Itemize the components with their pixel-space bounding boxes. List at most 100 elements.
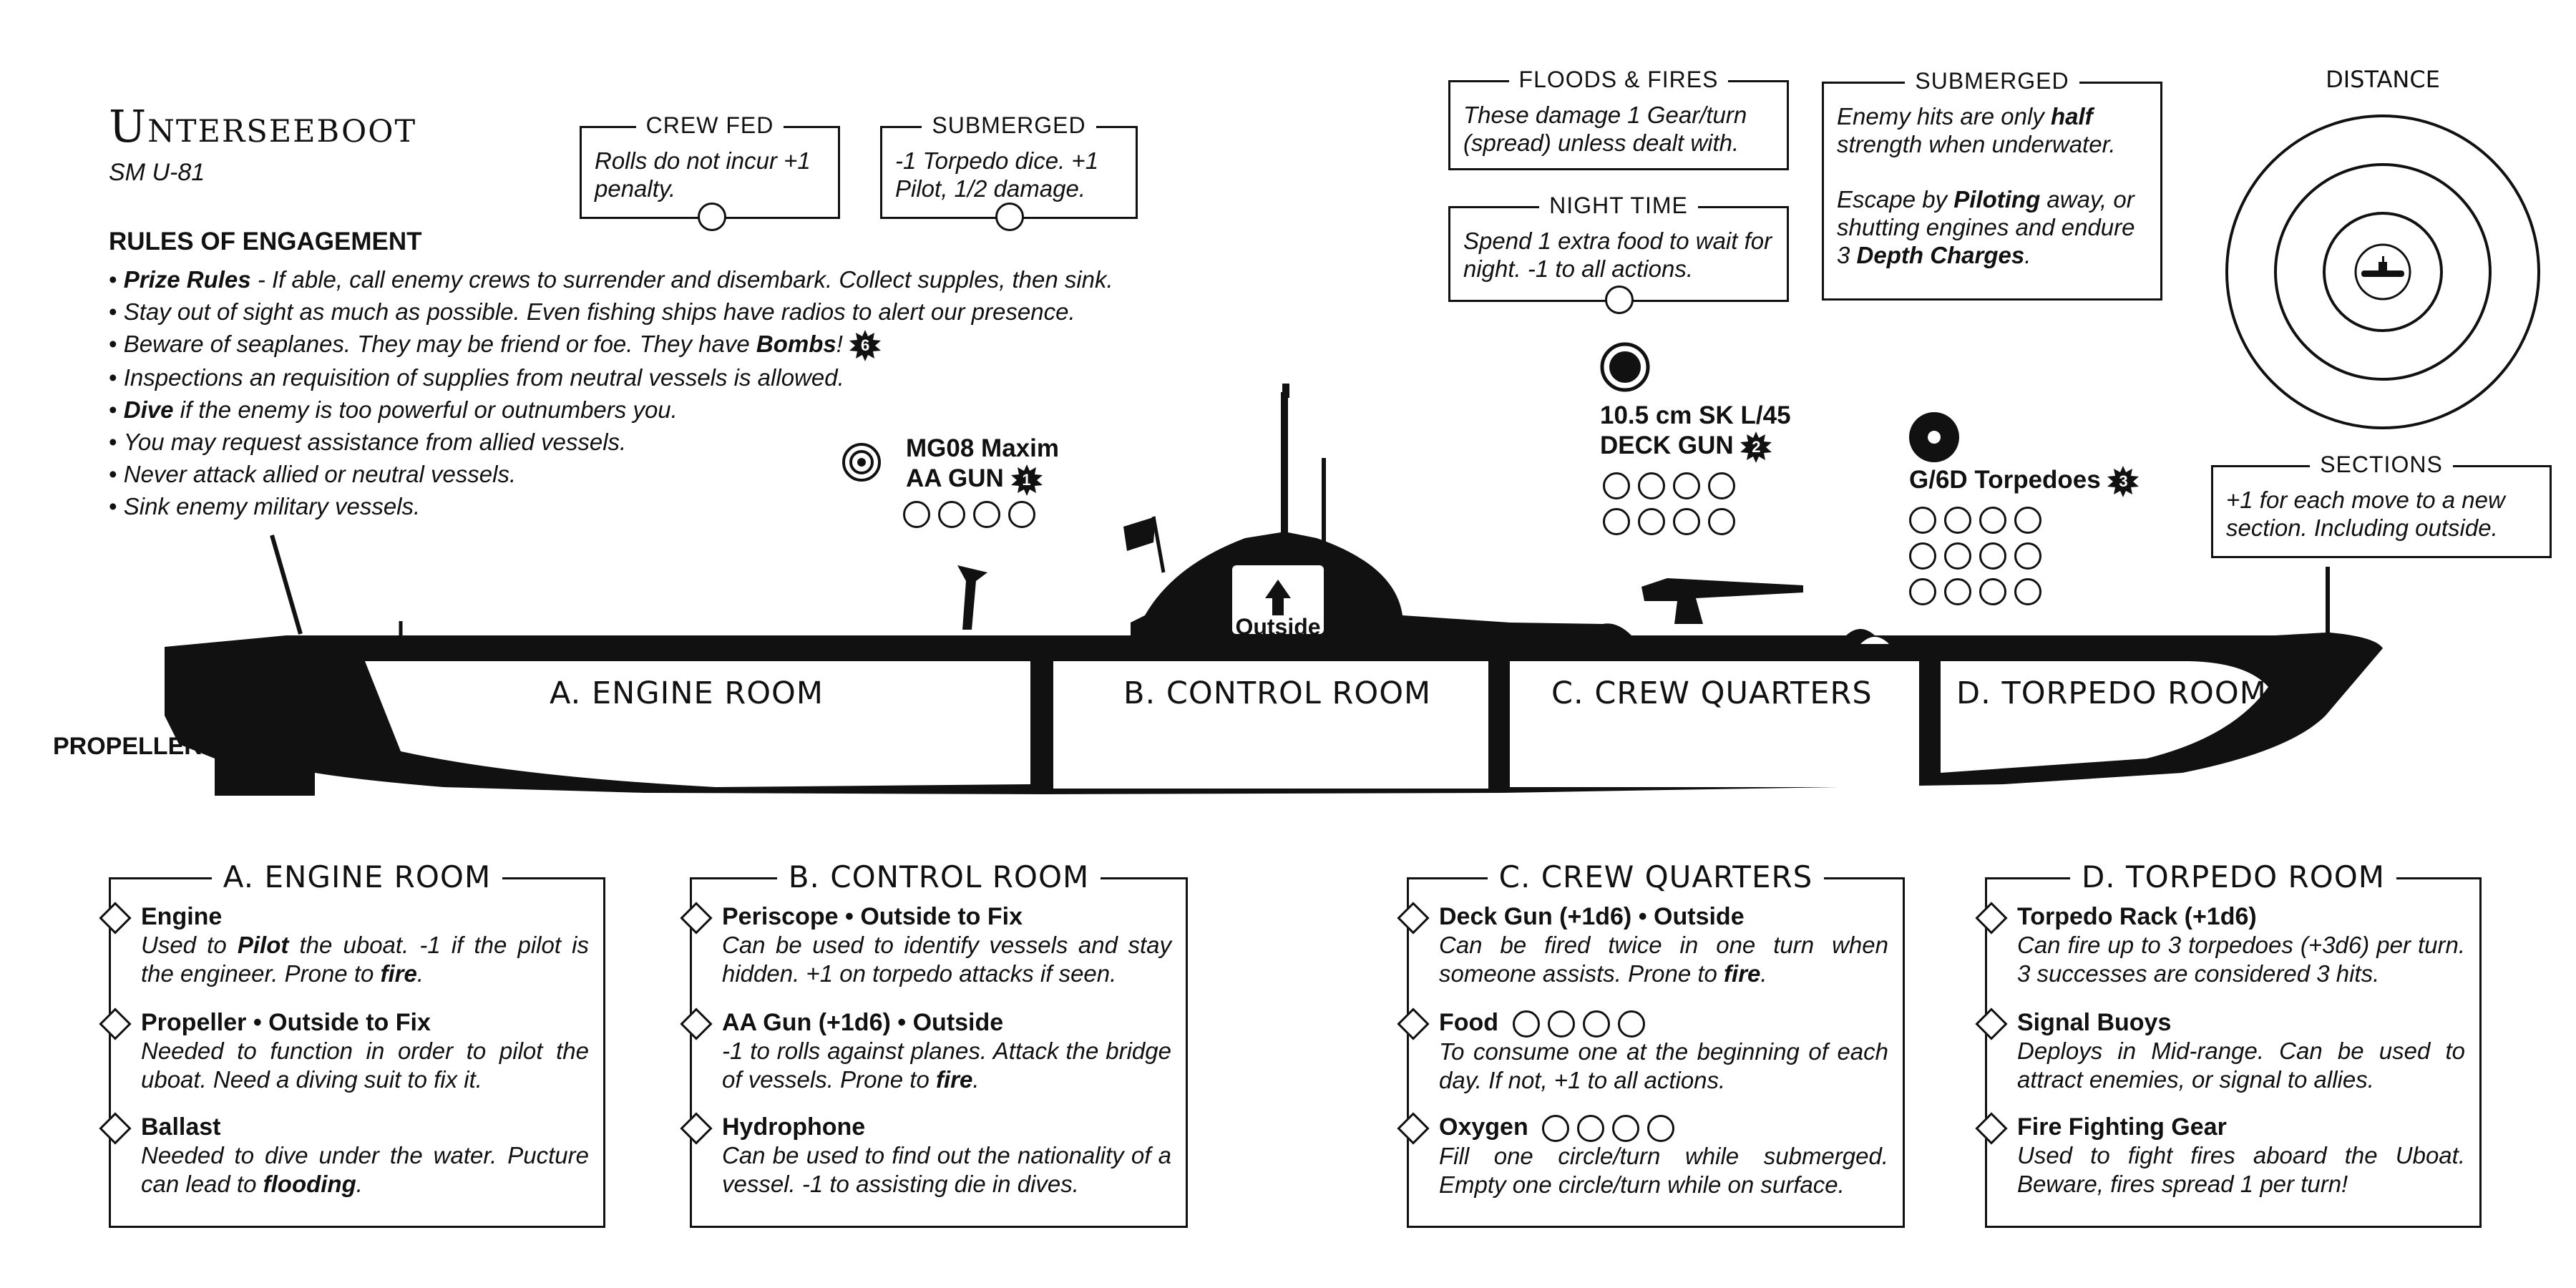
ammo-slot[interactable] bbox=[1979, 507, 2006, 534]
food-track bbox=[1512, 1009, 1653, 1038]
sections-title: SECTIONS bbox=[2310, 452, 2453, 477]
night-time-box: NIGHT TIME Spend 1 extra food to wait fo… bbox=[1448, 192, 1789, 314]
ammo-slot[interactable] bbox=[1909, 578, 1936, 605]
ammo-slot[interactable] bbox=[1909, 507, 1936, 534]
ammo-slot[interactable] bbox=[1944, 542, 1971, 570]
deck-gun-ammo-track bbox=[1603, 472, 1746, 535]
range-ring-mid[interactable] bbox=[2274, 163, 2492, 381]
gear-item-deck-gun[interactable]: Deck Gun (+1d6) • Outside Can be fired t… bbox=[1397, 902, 1888, 988]
gear-item-aa-gun[interactable]: AA Gun (+1d6) • Outside -1 to rolls agai… bbox=[680, 1008, 1171, 1094]
submerged-rules-title: SUBMERGED bbox=[1905, 68, 2079, 94]
gear-item-fire-fighting[interactable]: Fire Fighting Gear Used to fight fires a… bbox=[1975, 1112, 2465, 1199]
oxygen-slot[interactable] bbox=[1612, 1115, 1640, 1143]
panel-crew-quarters: C. CREW QUARTERS Deck Gun (+1d6) • Outsi… bbox=[1397, 859, 1905, 1228]
rule-item: Dive if the enemy is too powerful or out… bbox=[109, 394, 1225, 426]
distance-rings bbox=[2225, 114, 2540, 429]
ammo-slot[interactable] bbox=[2014, 507, 2041, 534]
torpedo-target-icon bbox=[1909, 412, 1959, 462]
night-time-toggle[interactable] bbox=[1605, 286, 1634, 314]
panel-torpedo-room: D. TORPEDO ROOM Torpedo Rack (+1d6) Can … bbox=[1975, 859, 2482, 1228]
deck-gun-die-badge: 2 bbox=[1740, 431, 1772, 463]
food-slot[interactable] bbox=[1547, 1010, 1575, 1038]
ammo-slot[interactable] bbox=[1008, 501, 1035, 528]
rule-item: Stay out of sight as much as possible. E… bbox=[109, 296, 1225, 328]
gear-item-ballast[interactable]: Ballast Needed to dive under the water. … bbox=[99, 1112, 589, 1199]
ammo-slot[interactable] bbox=[973, 501, 1000, 528]
gear-item-signal-buoys[interactable]: Signal Buoys Deploys in Mid-range. Can b… bbox=[1975, 1008, 2465, 1094]
crew-fed-box: CREW FED Rolls do not incur +1 penalty. bbox=[580, 112, 840, 231]
submerged-rules-text: Enemy hits are only half strength when u… bbox=[1837, 103, 2135, 268]
ammo-slot[interactable] bbox=[1603, 472, 1630, 499]
ammo-slot[interactable] bbox=[938, 501, 965, 528]
rule-item: Never attack allied or neutral vessels. bbox=[109, 458, 1225, 490]
food-slot[interactable] bbox=[1512, 1010, 1540, 1038]
ammo-slot[interactable] bbox=[1909, 542, 1936, 570]
room-label-torpedo[interactable]: D. TORPEDO ROOM bbox=[1956, 675, 2267, 711]
range-ring-near[interactable] bbox=[2323, 212, 2443, 332]
panel-title: A. ENGINE ROOM bbox=[211, 859, 503, 894]
deck-gun-mount bbox=[1641, 578, 1803, 624]
gear-item-periscope[interactable]: Periscope • Outside to Fix Can be used t… bbox=[680, 902, 1171, 988]
panel-title: B. CONTROL ROOM bbox=[776, 859, 1101, 894]
panel-engine-room: A. ENGINE ROOM Engine Used to Pilot the … bbox=[99, 859, 605, 1228]
torpedo-label: G/6D Torpedoes 3 bbox=[1909, 465, 2140, 497]
food-slot[interactable] bbox=[1582, 1010, 1610, 1038]
torpedo-room-area bbox=[1941, 661, 2268, 773]
submerged-status-box: SUBMERGED -1 Torpedo dice. +1 Pilot, 1/2… bbox=[880, 112, 1138, 231]
ammo-slot[interactable] bbox=[1603, 508, 1630, 535]
ammo-slot[interactable] bbox=[1979, 578, 2006, 605]
oxygen-slot[interactable] bbox=[1577, 1115, 1605, 1143]
food-slot[interactable] bbox=[1617, 1010, 1645, 1038]
rule-item: Prize Rules - If able, call enemy crews … bbox=[109, 263, 1225, 296]
floods-fires-title: FLOODS & FIRES bbox=[1508, 67, 1729, 92]
sections-text: +1 for each move to a new section. Inclu… bbox=[2226, 487, 2505, 541]
oxygen-track bbox=[1542, 1113, 1682, 1143]
aa-gun-mount bbox=[957, 565, 987, 630]
sections-box: SECTIONS +1 for each move to a new secti… bbox=[2211, 452, 2552, 558]
ammo-slot[interactable] bbox=[2014, 578, 2041, 605]
game-title: Unterseeboot bbox=[109, 100, 417, 152]
ammo-slot[interactable] bbox=[1673, 472, 1700, 499]
room-label-control[interactable]: B. CONTROL ROOM bbox=[1123, 675, 1432, 711]
room-label-crew[interactable]: C. CREW QUARTERS bbox=[1551, 675, 1873, 711]
rule-item: Inspections an requisition of supplies f… bbox=[109, 361, 1225, 394]
gear-item-propeller[interactable]: Propeller • Outside to Fix Needed to fun… bbox=[99, 1008, 589, 1094]
rules-list: Prize Rules - If able, call enemy crews … bbox=[109, 263, 1225, 522]
range-ring-far[interactable] bbox=[2225, 114, 2540, 429]
oxygen-slot[interactable] bbox=[1647, 1115, 1675, 1143]
room-label-engine[interactable]: A. ENGINE ROOM bbox=[550, 675, 824, 711]
ammo-slot[interactable] bbox=[1638, 472, 1665, 499]
deck-gun-target-icon bbox=[1600, 342, 1650, 392]
submerged-status-title: SUBMERGED bbox=[922, 112, 1096, 138]
panel-control-room: B. CONTROL ROOM Periscope • Outside to F… bbox=[680, 859, 1188, 1228]
bomb-die-badge: 6 bbox=[849, 330, 882, 362]
submerged-toggle[interactable] bbox=[995, 203, 1024, 231]
submerged-rules-box: SUBMERGED Enemy hits are only half stren… bbox=[1822, 68, 2162, 301]
stern-antenna bbox=[270, 535, 303, 635]
ammo-slot[interactable] bbox=[1944, 578, 1971, 605]
ammo-slot[interactable] bbox=[1673, 508, 1700, 535]
submarine-designation: SM U-81 bbox=[109, 159, 205, 186]
gear-item-engine[interactable]: Engine Used to Pilot the uboat. -1 if th… bbox=[99, 902, 589, 988]
crew-quarters-area bbox=[1510, 661, 1919, 787]
ammo-slot[interactable] bbox=[2014, 542, 2041, 570]
ammo-slot[interactable] bbox=[1944, 507, 1971, 534]
ammo-slot[interactable] bbox=[1708, 472, 1735, 499]
ammo-slot[interactable] bbox=[1708, 508, 1735, 535]
gear-item-oxygen[interactable]: Oxygen Fill one circle/turn while submer… bbox=[1397, 1112, 1888, 1199]
gear-item-food[interactable]: Food To consume one at the beginning of … bbox=[1397, 1008, 1888, 1095]
outside-label: Outside bbox=[1235, 614, 1321, 640]
gear-item-hydrophone[interactable]: Hydrophone Can be used to find out the n… bbox=[680, 1112, 1171, 1199]
ammo-slot[interactable] bbox=[1979, 542, 2006, 570]
engine-room-area bbox=[365, 661, 1030, 787]
ammo-slot[interactable] bbox=[1638, 508, 1665, 535]
submarine-marker-icon bbox=[2354, 243, 2411, 301]
crew-fed-toggle[interactable] bbox=[698, 203, 726, 231]
crew-fed-text: Rolls do not incur +1 penalty. bbox=[595, 147, 811, 202]
floods-fires-text: These damage 1 Gear/turn (spread) unless… bbox=[1463, 102, 1747, 156]
gear-item-torpedo-rack[interactable]: Torpedo Rack (+1d6) Can fire up to 3 tor… bbox=[1975, 902, 2465, 988]
oxygen-slot[interactable] bbox=[1542, 1115, 1570, 1143]
ammo-slot[interactable] bbox=[903, 501, 930, 528]
rule-item: Sink enemy military vessels. bbox=[109, 490, 1225, 522]
